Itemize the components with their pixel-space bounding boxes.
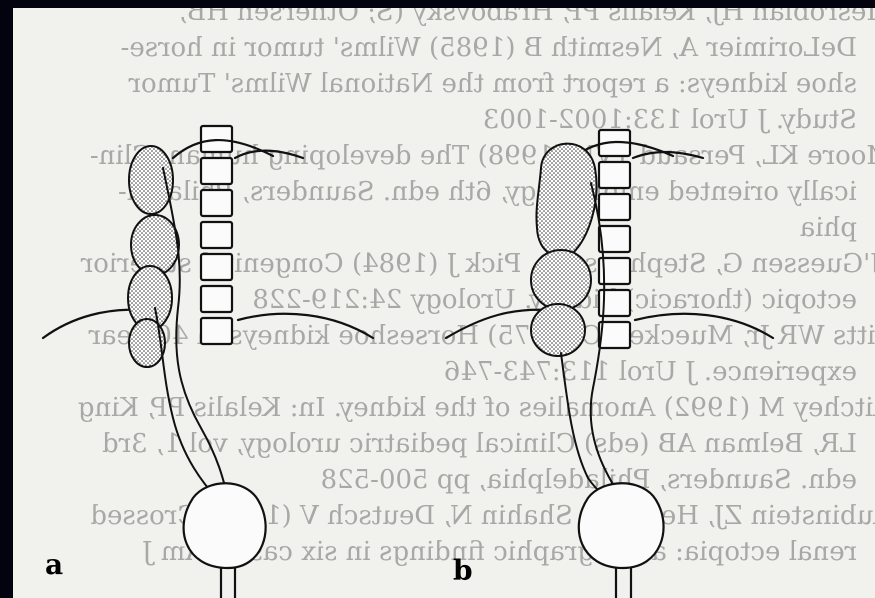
crossed-renal-ectopia-illustration bbox=[13, 8, 875, 598]
panel-b-diagram bbox=[446, 130, 773, 598]
panel-a-diagram bbox=[43, 126, 373, 598]
spine-a bbox=[201, 126, 232, 344]
bladder-a bbox=[184, 483, 266, 568]
fused-kidney-b bbox=[531, 144, 596, 356]
panel-b-label: b bbox=[453, 554, 473, 587]
fused-kidney-a bbox=[128, 146, 179, 367]
bladder-b bbox=[579, 483, 664, 568]
panel-a-label: a bbox=[45, 548, 63, 581]
book-page: Mesrobian HJ, Kelalis PP, Hrabovsky (S; … bbox=[13, 8, 875, 598]
